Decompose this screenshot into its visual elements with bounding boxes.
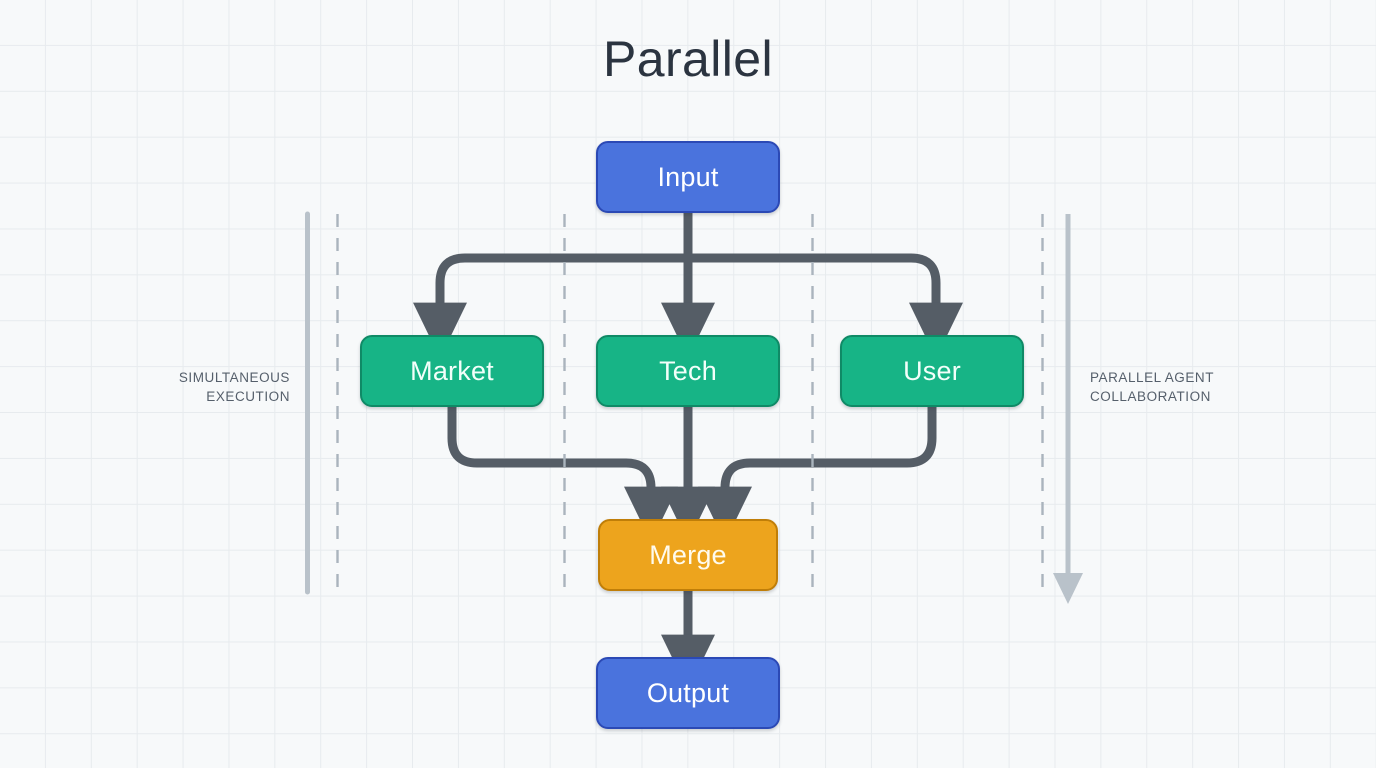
node-output[interactable]: Output [596,657,780,729]
node-tech-label: Tech [659,355,717,386]
annotation-parallel-agent-collaboration: PARALLEL AGENT COLLABORATION [1090,370,1214,404]
node-input-label: Input [657,161,719,192]
node-merge-label: Merge [649,539,727,570]
node-input[interactable]: Input [596,141,780,213]
page-title: Parallel [603,31,773,87]
node-tech[interactable]: Tech [596,335,780,407]
edge-input-to-market [413,253,688,359]
annotation-simultaneous-execution: SIMULTANEOUS EXECUTION [178,370,290,404]
edge-market-to-merge [447,407,678,543]
node-market[interactable]: Market [360,335,544,407]
node-merge[interactable]: Merge [598,519,778,591]
node-output-label: Output [646,677,730,708]
node-market-label: Market [410,355,494,386]
node-user-label: User [903,355,961,386]
edge-user-to-merge [698,407,937,543]
node-user[interactable]: User [840,335,1024,407]
edge-input-to-user [688,253,963,359]
